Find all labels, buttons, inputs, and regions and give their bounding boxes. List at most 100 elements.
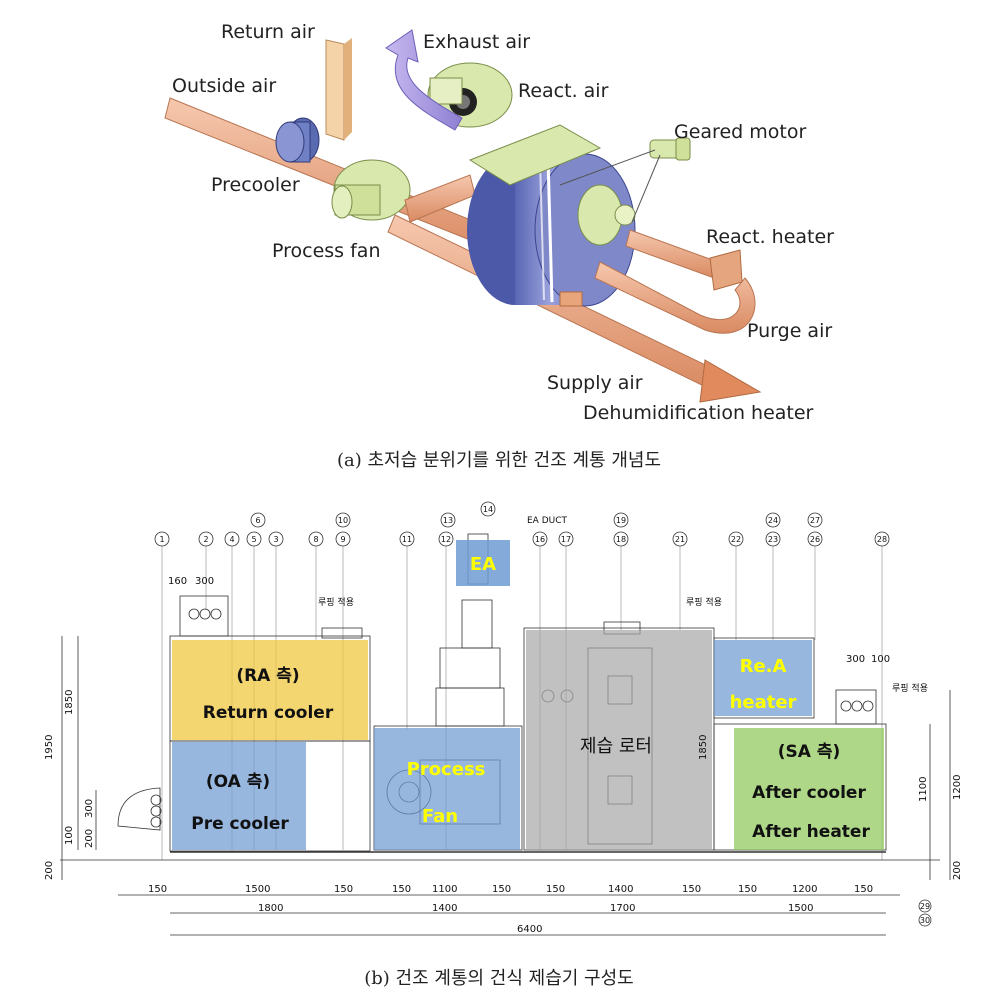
label-purge-air: Purge air [747,320,832,342]
svg-text:10: 10 [338,516,348,525]
callout-circle: 18 [613,531,629,547]
fig-b-zones [172,540,884,850]
svg-text:11: 11 [402,535,412,544]
dehumidification-heater-block [559,291,583,307]
dim-100-left: 100 [64,826,75,845]
dim-right-100: 100 [871,654,890,665]
svg-text:9: 9 [340,535,345,544]
dim-b-150g: 150 [738,884,757,895]
svg-text:27: 27 [810,516,820,525]
exhaust-air-arrow [385,29,463,131]
dim-b-150c: 150 [392,884,411,895]
callout-circle: 12 [438,531,454,547]
label-after-heater: After heater [752,822,870,842]
purge-air-loop [594,261,756,334]
zone-rotor [526,630,712,850]
note-lupping-2: 루핑 적용 [686,596,722,608]
label-process-fan: Process fan [272,240,381,262]
svg-text:30: 30 [920,916,930,925]
dim-1100-right: 1100 [918,777,929,802]
fig-b-zone-labels: (RA 측) Return cooler (OA 측) Pre cooler P… [191,554,870,842]
svg-text:12: 12 [441,535,451,544]
label-oa-side: (OA 측) [206,772,270,792]
dim-top-300: 300 [195,576,214,587]
dim-b-150b: 150 [334,884,353,895]
svg-text:22: 22 [731,535,741,544]
dim-b-150a: 150 [148,884,167,895]
svg-text:21: 21 [675,535,685,544]
callout-circle: 4 [224,531,240,547]
label-outside-air: Outside air [172,75,276,97]
callout-circle: 5 [246,531,262,547]
dim-right-300: 300 [846,654,865,665]
callout-circle: 11 [399,531,415,547]
dim-200-left: 200 [84,829,95,848]
label-dehumidifying-rotor: 제습 로터 [580,736,652,757]
zone-process-fan [374,728,520,850]
dim-b-150d: 150 [492,884,511,895]
callout-circle: 6 [250,512,266,528]
dim-top-160: 160 [168,576,187,587]
callout-circle: 16 [532,531,548,547]
callout-circle: 3 [268,531,284,547]
callout-circle: 1 [154,531,170,547]
callout-circle: 14 [480,501,496,517]
dim-b-150h: 150 [854,884,873,895]
note-lupping-1: 루핑 적용 [318,596,354,608]
svg-text:1: 1 [159,535,164,544]
supply-air-arrowhead [699,359,762,403]
react-heater-duct [625,229,719,279]
zone-sa [734,728,884,850]
label-pre-cooler: Pre cooler [191,814,289,834]
callout-29: 29 [918,899,932,913]
svg-text:17: 17 [561,535,571,544]
zone-rea-heater [714,640,812,716]
label-return-air: Return air [221,21,315,43]
process-fan-housing [331,159,411,221]
dim-b-1100: 1100 [432,884,457,895]
geared-motor [559,137,691,223]
svg-text:16: 16 [535,535,545,544]
callout-circle: 28 [874,531,890,547]
label-return-cooler: Return cooler [203,703,334,723]
svg-text:6: 6 [255,516,260,525]
svg-text:2: 2 [203,535,208,544]
svg-text:4: 4 [229,535,234,544]
label-geared-motor: Geared motor [674,121,806,143]
label-sa-side: (SA 측) [778,742,841,762]
dim-s-1800: 1800 [258,903,283,914]
label-react-air: React. air [518,80,609,102]
label-ea-duct: EA DUCT [527,516,568,526]
svg-text:29: 29 [920,902,930,911]
svg-text:8: 8 [313,535,318,544]
dim-s-1500: 1500 [788,903,813,914]
dim-rotor-1850: 1850 [698,735,709,760]
dim-b-1500: 1500 [245,884,270,895]
callout-circle: 23 [765,531,781,547]
dim-total-6400: 6400 [517,924,542,935]
label-dehumidification-heater: Dehumidification heater [583,402,814,424]
dim-1950: 1950 [44,735,55,760]
dim-b-150e: 150 [546,884,565,895]
callout-circle: 9 [335,531,351,547]
callout-circle: 27 [807,512,823,528]
fig-a-diagram: Return air Exhaust air Outside air React… [164,21,834,471]
label-exhaust-air: Exhaust air [423,31,530,53]
label-ea: EA [470,554,496,575]
svg-text:5: 5 [251,535,256,544]
return-air-duct [325,39,345,141]
svg-text:14: 14 [483,505,493,514]
callout-circle: 26 [807,531,823,547]
zone-ra [172,640,368,740]
svg-text:26: 26 [810,535,820,544]
label-supply-air: Supply air [547,372,643,394]
callout-row: 1 2 4 5 3 6 8 9 10 11 13 12 14 16 17 19 … [154,501,890,547]
label-heater: heater [730,692,797,713]
zone-ea [456,540,510,586]
caption-b: (b) 건조 계통의 건식 제습기 구성도 [364,968,633,989]
svg-text:18: 18 [616,535,626,544]
svg-text:23: 23 [768,535,778,544]
callout-circle: 21 [672,531,688,547]
dim-s-1700: 1700 [610,903,635,914]
